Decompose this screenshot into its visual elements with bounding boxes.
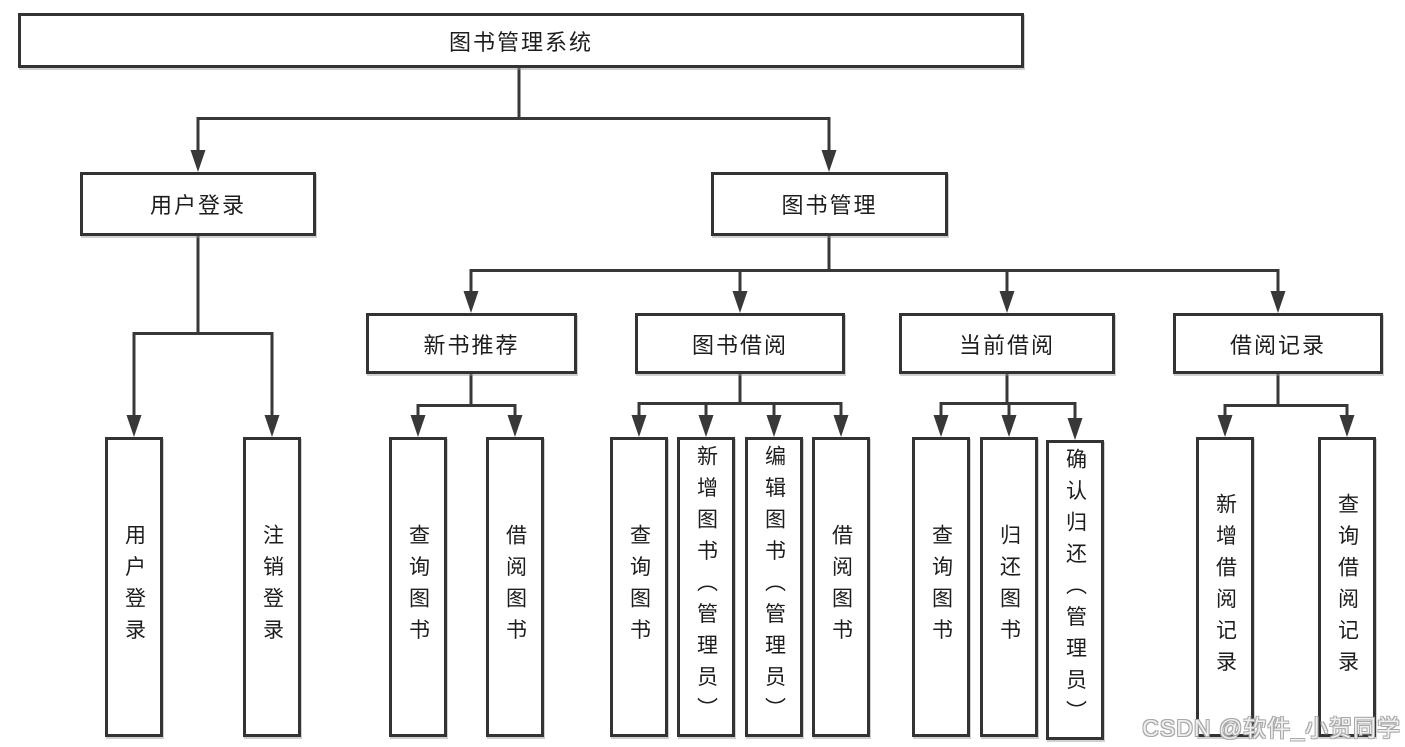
node-current-borrowing: 当前借阅 [899, 313, 1115, 374]
node-label: 查询图书 [406, 524, 430, 650]
node-label: 用户登录 [149, 193, 246, 218]
node-label: 借阅记录 [1229, 332, 1326, 358]
node-label: 新书推荐 [423, 332, 520, 358]
node-label: 新增借阅记录 [1213, 492, 1237, 682]
node-label: 查询图书 [627, 524, 651, 650]
leaf-query-books-borrow: 查询图书 [610, 437, 668, 737]
leaf-return-book: 归还图书 [980, 437, 1038, 737]
node-label: 图书借阅 [691, 332, 788, 358]
node-label: 编辑图书（管理员） [762, 445, 786, 729]
leaf-user-login: 用户登录 [105, 437, 163, 737]
leaf-add-borrow-record: 新增借阅记录 [1196, 437, 1254, 737]
leaf-add-book-admin: 新增图书（管理员） [677, 437, 735, 737]
leaf-confirm-return-admin: 确认归还（管理员） [1046, 440, 1104, 740]
node-book-borrowing: 图书借阅 [635, 313, 845, 374]
node-label: 归还图书 [997, 524, 1021, 650]
node-label: 查询图书 [929, 524, 953, 650]
node-label: 图书管理 [781, 193, 878, 218]
node-user-login: 用户登录 [80, 172, 316, 236]
leaf-query-books-current: 查询图书 [912, 437, 970, 737]
node-borrowing-records: 借阅记录 [1173, 313, 1383, 374]
node-book-management: 图书管理 [711, 172, 948, 236]
node-label: 借阅图书 [503, 524, 527, 650]
leaf-borrow-books: 借阅图书 [812, 437, 870, 737]
node-label: 图书管理系统 [448, 29, 593, 55]
node-label: 新增图书（管理员） [694, 445, 718, 729]
leaf-logout: 注销登录 [243, 437, 301, 737]
node-label: 借阅图书 [829, 524, 853, 650]
leaf-borrow-books-recommend: 借阅图书 [486, 437, 544, 737]
csdn-watermark: CSDN @软件_小贺同学 [1142, 715, 1401, 741]
leaf-edit-book-admin: 编辑图书（管理员） [745, 437, 803, 737]
node-new-book-recommend: 新书推荐 [366, 313, 577, 374]
node-label: 查询借阅记录 [1335, 492, 1359, 682]
leaf-query-books-recommend: 查询图书 [389, 437, 447, 737]
node-label: 确认归还（管理员） [1063, 448, 1087, 732]
node-label: 用户登录 [122, 524, 146, 650]
leaf-query-borrow-record: 查询借阅记录 [1318, 437, 1376, 737]
node-label: 注销登录 [260, 524, 284, 650]
node-root: 图书管理系统 [18, 13, 1024, 68]
node-label: 当前借阅 [958, 332, 1055, 358]
